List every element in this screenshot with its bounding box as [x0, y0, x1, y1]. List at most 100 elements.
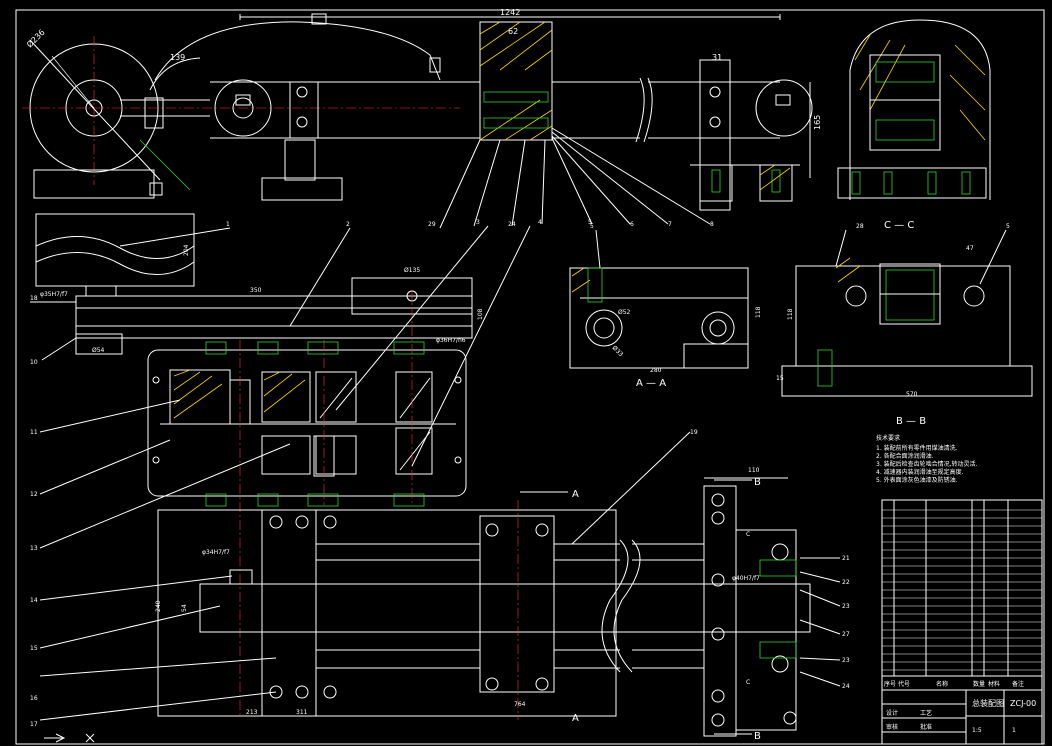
svg-text:C — C: C — C: [884, 220, 914, 231]
section-a-a: Ø52 Ø33 118 280 5 A — A: [569, 223, 762, 389]
svg-text:1. 装配前所有零件用煤油清洗.: 1. 装配前所有零件用煤油清洗.: [876, 444, 958, 452]
svg-text:280: 280: [650, 367, 662, 374]
svg-text:3: 3: [476, 219, 480, 226]
svg-text:11: 11: [30, 429, 38, 436]
svg-text:备注: 备注: [1012, 680, 1024, 688]
svg-text:108: 108: [477, 308, 484, 320]
svg-text:C: C: [746, 531, 750, 538]
belt-bar: 350 Ø135 Ø54 2 18 10 108: [30, 221, 484, 366]
svg-text:204: 204: [183, 244, 190, 256]
svg-text:764: 764: [514, 701, 526, 708]
svg-text:B: B: [754, 731, 761, 742]
technical-notes: 技术要求 1. 装配前所有零件用煤油清洗. 2. 各配合面涂润滑油. 3. 装配…: [876, 434, 978, 484]
lower-assembly-plan: φ40H7/f7 φ34H7/f7 110 240 54 213 311 764…: [30, 429, 850, 743]
gearbox-section: φ36H7/n6 11 12 13: [30, 225, 531, 716]
svg-text:审核: 审核: [886, 723, 898, 731]
svg-text:C: C: [746, 679, 750, 686]
svg-text:4. 减速器内装润滑油至规定高度.: 4. 减速器内装润滑油至规定高度.: [876, 468, 964, 476]
svg-text:5: 5: [588, 219, 592, 226]
svg-text:代号: 代号: [898, 680, 910, 688]
svg-text:29: 29: [428, 221, 436, 228]
svg-text:ZCJ-00: ZCJ-00: [1010, 699, 1036, 708]
svg-text:23: 23: [842, 657, 850, 664]
svg-text:Ø33: Ø33: [611, 344, 625, 358]
svg-text:17: 17: [30, 721, 38, 728]
svg-text:Ø54: Ø54: [92, 347, 105, 354]
svg-text:数量: 数量: [973, 680, 985, 688]
svg-text:总装配图: 总装配图: [972, 698, 1004, 708]
svg-text:14: 14: [30, 597, 38, 604]
svg-text:23: 23: [842, 603, 850, 610]
svg-text:5: 5: [1006, 223, 1010, 230]
svg-text:6: 6: [630, 221, 634, 228]
svg-text:54: 54: [181, 604, 188, 612]
svg-text:名称: 名称: [936, 680, 948, 688]
svg-text:15: 15: [30, 645, 38, 652]
svg-text:工艺: 工艺: [920, 709, 932, 717]
section-c-c-top-right: C — C: [837, 19, 991, 231]
svg-text:240: 240: [155, 600, 162, 612]
svg-text:12: 12: [30, 491, 38, 498]
svg-text:A: A: [572, 713, 579, 724]
top-leaders: 29 3 24 4 5 6 7 8: [428, 127, 714, 229]
svg-text:Ø135: Ø135: [404, 267, 420, 274]
bearing-section-top: 62 31 165: [479, 21, 822, 211]
svg-text:165: 165: [813, 115, 822, 130]
svg-text:1: 1: [1012, 727, 1016, 734]
title-block: 序号 代号 名称 数量 材料 备注 总装配图 ZCJ-00 1:5 1 设计 审…: [881, 499, 1043, 745]
svg-text:A: A: [572, 489, 579, 500]
svg-text:φ34H7/f7: φ34H7/f7: [202, 549, 230, 556]
svg-text:13: 13: [30, 545, 38, 552]
svg-text:2. 各配合面涂润滑油.: 2. 各配合面涂润滑油.: [876, 452, 934, 460]
svg-text:62: 62: [508, 27, 518, 36]
svg-text:A — A: A — A: [636, 378, 666, 389]
svg-text:3. 装配后检查齿轮啮合情况,转动灵活.: 3. 装配后检查齿轮啮合情况,转动灵活.: [876, 460, 978, 468]
svg-text:设计: 设计: [886, 709, 898, 717]
svg-text:B — B: B — B: [896, 416, 926, 427]
svg-text:110: 110: [748, 467, 760, 474]
svg-text:材料: 材料: [988, 680, 1000, 688]
svg-text:15: 15: [776, 375, 784, 382]
svg-text:5: 5: [590, 223, 594, 230]
svg-text:19: 19: [690, 429, 698, 436]
svg-text:8: 8: [710, 221, 714, 228]
svg-text:φ40H7/f7: φ40H7/f7: [732, 575, 760, 582]
svg-text:φ36H7/n6: φ36H7/n6: [436, 337, 466, 344]
svg-text:技术要求: 技术要求: [876, 434, 900, 442]
svg-text:5. 外表面涂灰色油漆及防锈油.: 5. 外表面涂灰色油漆及防锈油.: [876, 476, 958, 484]
svg-text:1:5: 1:5: [972, 727, 982, 734]
svg-text:18: 18: [30, 295, 38, 302]
svg-text:24: 24: [508, 221, 516, 228]
svg-text:22: 22: [842, 579, 850, 586]
svg-text:21: 21: [842, 555, 850, 562]
svg-text:47: 47: [966, 245, 974, 252]
svg-text:139: 139: [170, 53, 185, 62]
svg-text:2: 2: [346, 221, 350, 228]
svg-text:118: 118: [755, 306, 762, 318]
section-b-b: 47 570 15 118 28 5 B — B: [776, 223, 1033, 427]
base-bed-view: 1 204 φ35H7/f7: [35, 213, 231, 298]
svg-text:10: 10: [30, 359, 38, 366]
svg-text:1242: 1242: [500, 8, 520, 17]
svg-text:118: 118: [787, 308, 794, 320]
svg-text:Ø52: Ø52: [618, 309, 631, 316]
svg-text:570: 570: [906, 391, 918, 398]
svg-text:7: 7: [668, 221, 672, 228]
svg-text:213: 213: [246, 709, 258, 716]
svg-text:24: 24: [842, 683, 850, 690]
svg-text:28: 28: [856, 223, 864, 230]
svg-text:批准: 批准: [920, 723, 932, 731]
drawing-frame: [15, 9, 1045, 745]
svg-text:1: 1: [226, 221, 230, 228]
svg-text:4: 4: [538, 219, 542, 226]
svg-text:311: 311: [296, 709, 308, 716]
motor-side-view: 1242 Ø236 139: [22, 8, 781, 201]
svg-text:31: 31: [712, 53, 722, 62]
svg-text:27: 27: [842, 631, 850, 638]
svg-text:φ35H7/f7: φ35H7/f7: [40, 291, 68, 298]
svg-text:B: B: [754, 477, 761, 488]
svg-text:16: 16: [30, 695, 38, 702]
svg-text:350: 350: [250, 287, 262, 294]
svg-text:序号: 序号: [884, 680, 896, 688]
